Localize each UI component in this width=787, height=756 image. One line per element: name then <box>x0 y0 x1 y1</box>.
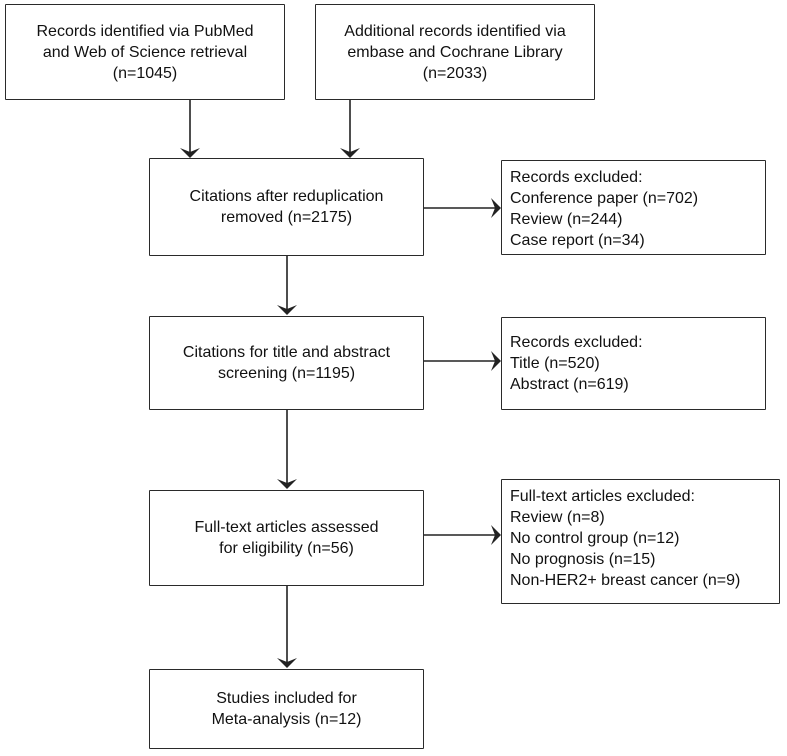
box-records-excluded-2: Records excluded: Title (n=520) Abstract… <box>501 317 766 410</box>
box-line: screening (n=1195) <box>217 365 356 382</box>
box-line: Full-text articles assessed <box>194 519 379 536</box>
box-line: (n=1045) <box>112 64 178 82</box>
box-line: for eligibility (n=56) <box>219 540 354 557</box>
box-line: Full-text articles excluded: <box>510 488 695 505</box>
box-line: Records excluded: <box>510 169 643 186</box>
box-full-text-excluded: Full-text articles excluded: Review (n=8… <box>501 479 780 604</box>
box-line: Review (n=244) <box>510 211 623 228</box>
box-title-abstract-screening: Citations for title and abstract screeni… <box>149 316 424 410</box>
box-line: No control group (n=12) <box>510 530 680 547</box>
box-line: Abstract (n=619) <box>510 376 629 393</box>
box-line: Conference paper (n=702) <box>510 190 699 207</box>
box-line: Review (n=8) <box>510 509 605 526</box>
box-line: removed (n=2175) <box>220 209 353 226</box>
box-studies-included: Studies included for Meta-analysis (n=12… <box>149 669 424 749</box>
box-line: Records excluded: <box>510 334 643 351</box>
box-pubmed-records: Records identified via PubMed and Web of… <box>5 4 285 100</box>
box-line: Citations after reduplication <box>189 188 384 205</box>
box-dedup-citations: Citations after reduplication removed (n… <box>149 158 424 256</box>
box-line: Records identified via PubMed <box>36 22 254 40</box>
box-line: Meta-analysis (n=12) <box>211 711 362 728</box>
box-line: Title (n=520) <box>510 355 600 372</box>
box-line: Additional records identified via <box>344 22 566 40</box>
box-line: embase and Cochrane Library <box>347 43 563 61</box>
box-line: (n=2033) <box>422 64 488 82</box>
box-line: Citations for title and abstract <box>182 344 391 361</box>
box-line: Case report (n=34) <box>510 232 645 249</box>
box-full-text-assessed: Full-text articles assessed for eligibil… <box>149 490 424 586</box>
box-line: Studies included for <box>216 690 357 707</box>
box-records-excluded-1: Records excluded: Conference paper (n=70… <box>501 160 766 255</box>
box-line: No prognosis (n=15) <box>510 551 656 568</box>
box-embase-records: Additional records identified via embase… <box>315 4 595 100</box>
box-line: Non-HER2+ breast cancer (n=9) <box>510 572 741 589</box>
box-line: and Web of Science retrieval <box>42 43 248 61</box>
